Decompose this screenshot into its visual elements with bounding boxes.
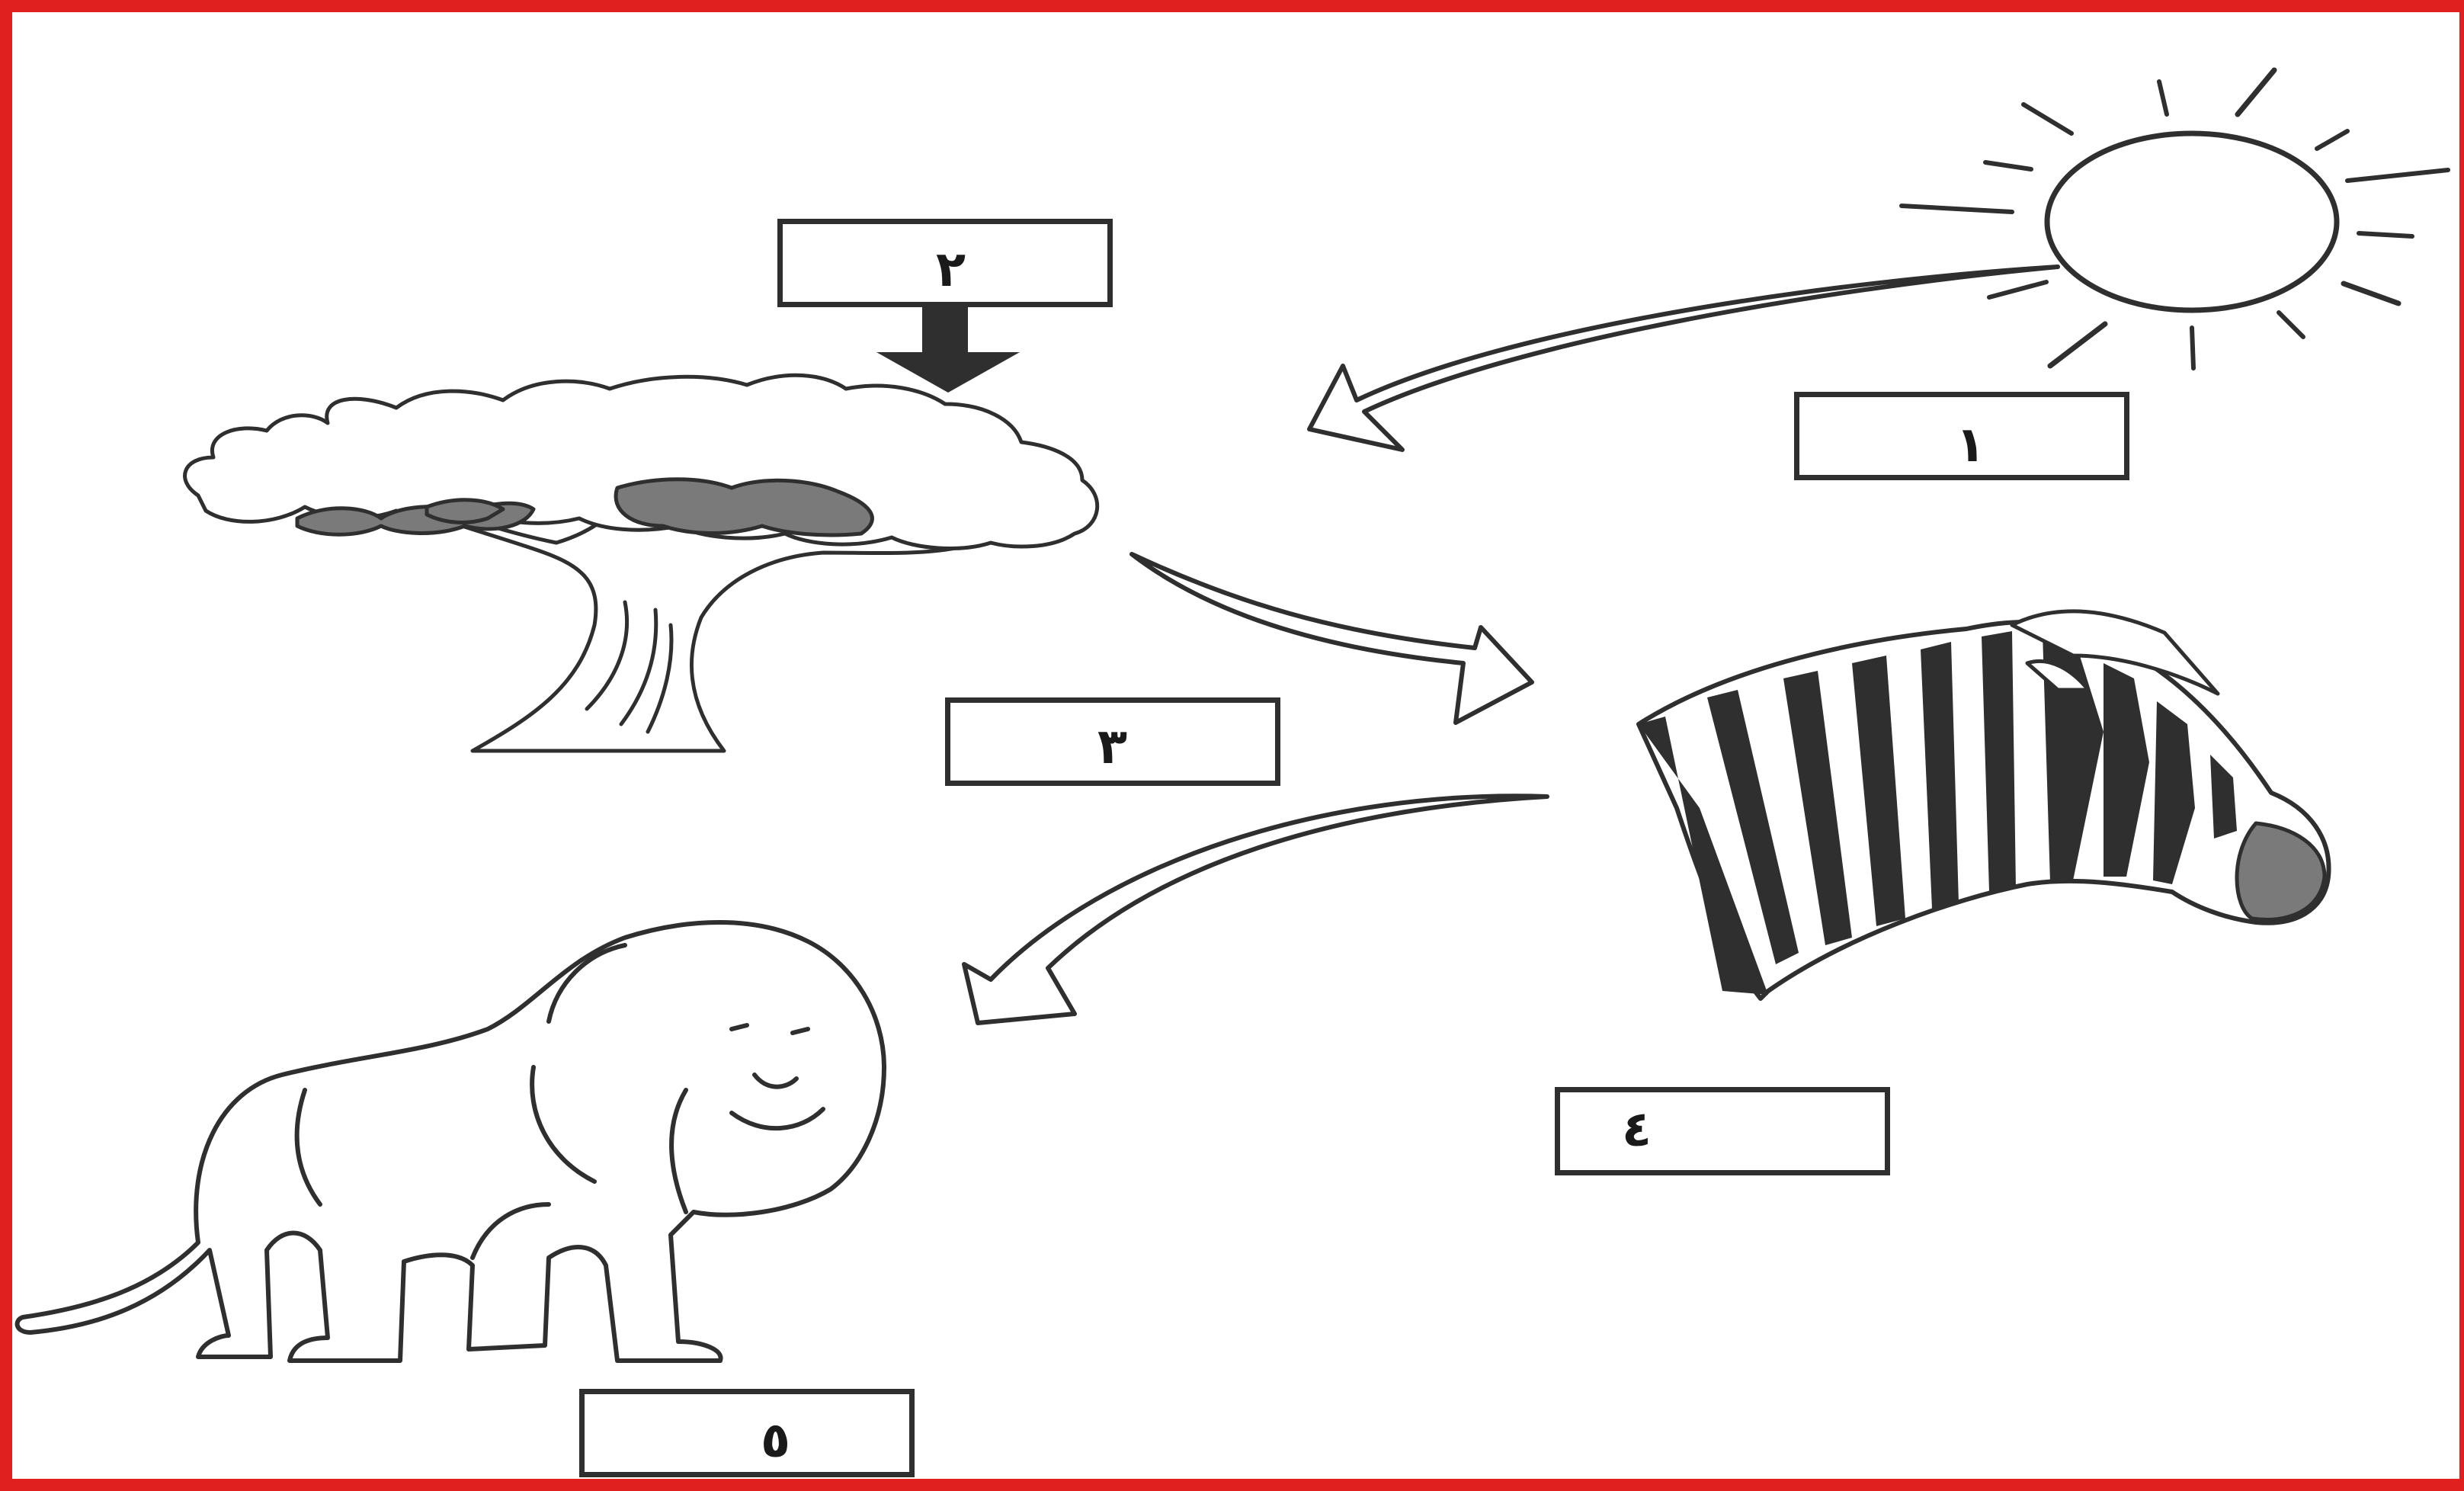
- label-number-2: ٢: [936, 245, 966, 294]
- zebra-to-lion-arrow-icon: [964, 796, 1547, 1023]
- down-arrow-icon: [876, 306, 1020, 393]
- label-number-3: ٣: [1097, 723, 1127, 771]
- label-number-5: ٥: [761, 1416, 790, 1465]
- acacia-tree-icon: [185, 375, 1097, 751]
- zebra-icon: [1639, 611, 2329, 999]
- label-box-lion[interactable]: [579, 1389, 915, 1477]
- sun-icon: [1902, 70, 2448, 368]
- label-number-1: ١: [1956, 421, 1985, 470]
- label-number-4: ٤: [1622, 1105, 1652, 1154]
- lion-icon: [18, 922, 884, 1361]
- label-box-zebra[interactable]: [1555, 1087, 1890, 1175]
